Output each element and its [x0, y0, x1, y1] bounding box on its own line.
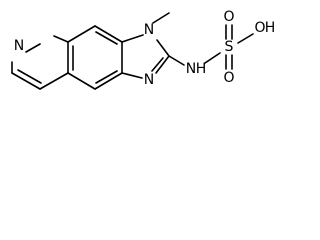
atom-label-hydroxyl-h: H [265, 20, 276, 36]
bond [94, 25, 123, 43]
atom-label-amine-h: H [196, 61, 207, 77]
bond [152, 12, 170, 24]
bond [94, 72, 123, 90]
atom-label-pyridine-n: N [14, 38, 24, 54]
bond [53, 35, 69, 43]
bond [39, 72, 69, 90]
atom-label-sulfur: S [225, 39, 234, 55]
bond [156, 39, 170, 57]
bond [121, 72, 143, 79]
bond [237, 33, 254, 44]
bond [95, 31, 118, 45]
bond [25, 43, 41, 53]
bond [67, 25, 96, 43]
bond [95, 70, 118, 84]
bond [17, 69, 42, 84]
atom-label-imidazole-n: N [144, 72, 154, 88]
atom-labels: N N N N H S O O O H [14, 9, 276, 88]
bond [121, 34, 144, 43]
bond [204, 52, 221, 64]
chemical-structure-diagram: N N N N H S O O O H [11, 9, 276, 90]
atom-label-oxygen-bottom: O [223, 70, 234, 86]
bonds [11, 12, 254, 90]
bond [155, 55, 170, 74]
bond [168, 55, 185, 66]
atom-label-oxygen-top: O [223, 9, 234, 25]
atom-label-imidazole-n-methyl: N [144, 22, 154, 38]
atom-label-amine-n: N [186, 61, 196, 77]
atom-label-hydroxyl-o: O [254, 20, 265, 36]
bond [151, 57, 164, 72]
bond [67, 72, 96, 90]
bond [11, 72, 41, 90]
